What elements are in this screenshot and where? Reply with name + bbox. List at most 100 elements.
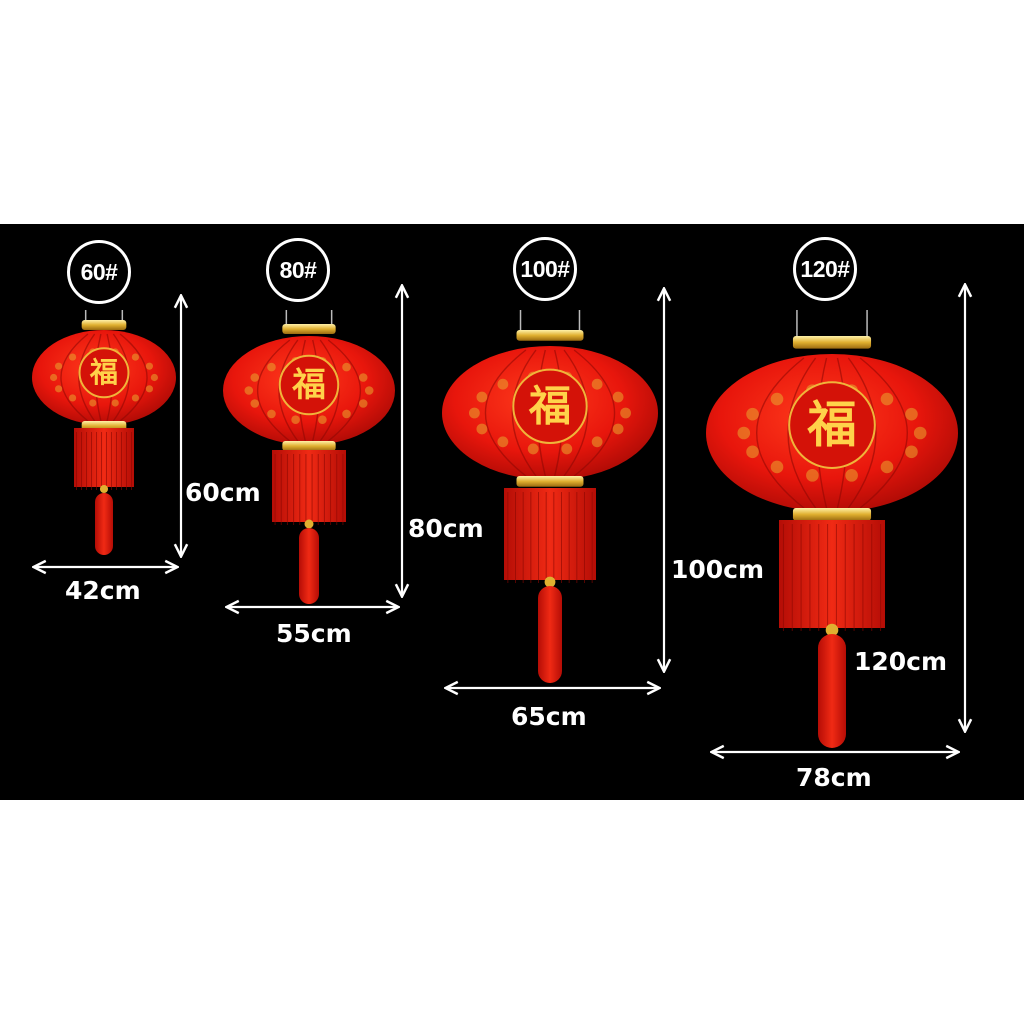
- floral-ornament: [746, 445, 759, 459]
- fu-character: 福: [291, 364, 326, 404]
- floral-ornament: [880, 392, 894, 406]
- floral-ornament: [111, 399, 119, 407]
- height-label-80: 80cm: [408, 514, 484, 543]
- floral-ornament: [476, 423, 488, 435]
- floral-ornament: [250, 373, 260, 382]
- lantern-bottom-cap: [792, 508, 872, 521]
- fu-medallion: [278, 354, 340, 416]
- floral-ornament: [50, 373, 58, 382]
- lantern-2: 福: [442, 310, 658, 683]
- floral-ornament: [612, 391, 624, 403]
- floral-ornament: [845, 469, 858, 482]
- floral-ornament: [905, 445, 918, 459]
- floral-ornament: [746, 407, 759, 421]
- lantern-bottom-cap: [282, 441, 336, 451]
- size-badge-60: 60#: [67, 240, 131, 304]
- lantern-0: 福: [32, 310, 176, 555]
- size-badge-label: 60#: [80, 258, 118, 285]
- width-label-120: 78cm: [796, 763, 872, 792]
- floral-ornament: [267, 409, 276, 419]
- floral-ornament: [561, 443, 573, 455]
- lantern-rib: [319, 339, 340, 442]
- floral-ornament: [68, 353, 77, 361]
- fu-character: 福: [528, 380, 571, 430]
- lantern-rib: [119, 333, 148, 422]
- floral-ornament: [54, 362, 63, 370]
- floral-ornament: [364, 386, 374, 395]
- floral-ornament: [591, 378, 603, 390]
- lantern-tassel: [272, 450, 346, 522]
- fu-character: 福: [806, 395, 856, 453]
- dimension-arrows-1: [228, 287, 402, 607]
- fu-medallion: [788, 381, 876, 469]
- floral-ornament: [342, 362, 351, 372]
- size-badge-label: 80#: [279, 256, 317, 283]
- dimension-arrows-3: [713, 286, 965, 752]
- floral-ornament: [131, 394, 140, 402]
- pendant-knob: [544, 576, 556, 588]
- size-badge-80: 80#: [266, 238, 330, 302]
- lantern-pendant: [95, 493, 113, 555]
- floral-ornament: [469, 407, 480, 419]
- size-badge-label: 120#: [800, 255, 850, 282]
- floral-ornament: [145, 362, 154, 370]
- width-label-60: 42cm: [65, 576, 141, 605]
- floral-ornament: [89, 399, 97, 407]
- size-badge-label: 100#: [520, 255, 570, 282]
- floral-ornament: [54, 385, 63, 393]
- height-label-120: 120cm: [854, 647, 948, 676]
- floral-ornament: [770, 392, 784, 406]
- floral-ornament: [880, 460, 894, 474]
- floral-ornament: [250, 399, 260, 408]
- floral-ornament: [244, 386, 254, 395]
- floral-ornament: [342, 409, 351, 419]
- lantern-rib: [787, 357, 817, 509]
- floral-ornament: [497, 378, 509, 390]
- height-label-60: 60cm: [185, 478, 261, 507]
- pendant-knob: [304, 519, 314, 529]
- lantern-rib: [256, 339, 291, 442]
- floral-ornament: [68, 394, 77, 402]
- lantern-1: 福: [223, 310, 395, 604]
- floral-ornament: [806, 469, 819, 482]
- lantern-rib: [511, 349, 537, 477]
- lantern-3: 福: [706, 310, 958, 748]
- floral-ornament: [497, 436, 509, 448]
- fu-medallion: [78, 347, 130, 399]
- floral-ornament: [150, 373, 158, 382]
- floral-ornament: [770, 460, 784, 474]
- floral-ornament: [318, 415, 327, 425]
- lantern-rib: [756, 357, 805, 509]
- floral-ornament: [591, 436, 603, 448]
- floral-ornament: [737, 426, 751, 440]
- size-badge-120: 120#: [793, 237, 857, 301]
- lantern-top-cap: [282, 324, 336, 334]
- floral-ornament: [913, 426, 927, 440]
- floral-ornament: [905, 407, 918, 421]
- floral-ornament: [527, 443, 539, 455]
- lantern-tassel: [74, 428, 134, 487]
- lantern-rib: [847, 357, 877, 509]
- lantern-tassel: [504, 488, 596, 580]
- height-label-100: 100cm: [671, 555, 765, 584]
- lantern-rib: [573, 349, 616, 477]
- floral-ornament: [131, 353, 140, 361]
- lantern-rib: [327, 339, 362, 442]
- pendant-knob: [99, 484, 109, 494]
- lantern-pendant: [538, 586, 562, 683]
- floral-ornament: [358, 399, 368, 408]
- lantern-rib: [563, 349, 589, 477]
- lantern-top-cap: [81, 320, 127, 330]
- lantern-rib: [278, 339, 299, 442]
- dimension-arrows-2: [447, 290, 664, 688]
- lantern-tassel: [779, 520, 885, 628]
- floral-ornament: [145, 385, 154, 393]
- lantern-pendant: [818, 634, 846, 748]
- fu-medallion: [512, 368, 588, 445]
- floral-ornament: [620, 407, 631, 419]
- lantern-rib: [484, 349, 527, 477]
- lantern-layer: 福福福福: [32, 310, 958, 748]
- lantern-rib: [859, 357, 908, 509]
